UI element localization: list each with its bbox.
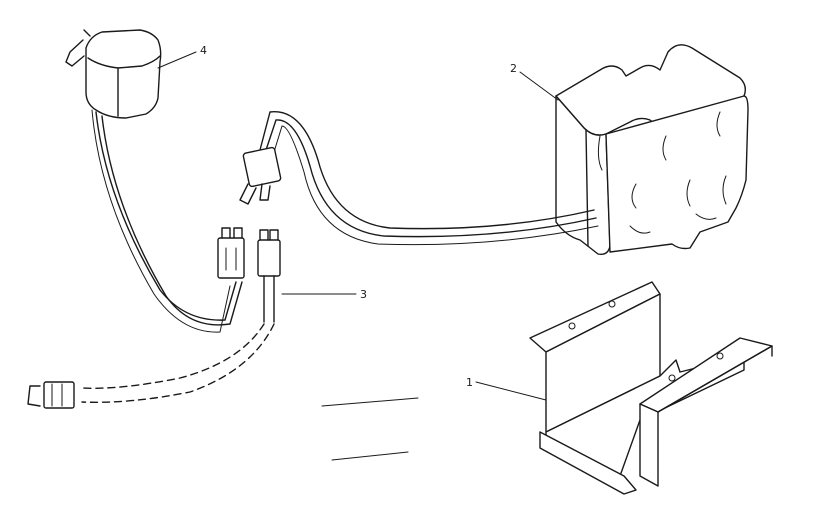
callout-label-3: 3 xyxy=(360,288,367,301)
callout-label-2: 2 xyxy=(510,62,517,75)
callout-4: 4 xyxy=(157,44,207,69)
battery-lead xyxy=(239,111,599,246)
callout-3: 3 xyxy=(281,288,367,301)
transformer-plug xyxy=(65,29,162,119)
callout-label-1: 1 xyxy=(466,376,473,389)
ground-lines xyxy=(321,397,419,461)
callout-label-4: 4 xyxy=(200,44,207,57)
transformer-cord xyxy=(91,109,243,333)
cord-connector-female xyxy=(217,227,245,279)
callout-1: 1 xyxy=(466,376,547,401)
mounting-bracket xyxy=(529,281,773,495)
callout-2: 2 xyxy=(510,62,559,101)
adapter-lead xyxy=(27,229,281,409)
battery-pack xyxy=(555,44,749,256)
